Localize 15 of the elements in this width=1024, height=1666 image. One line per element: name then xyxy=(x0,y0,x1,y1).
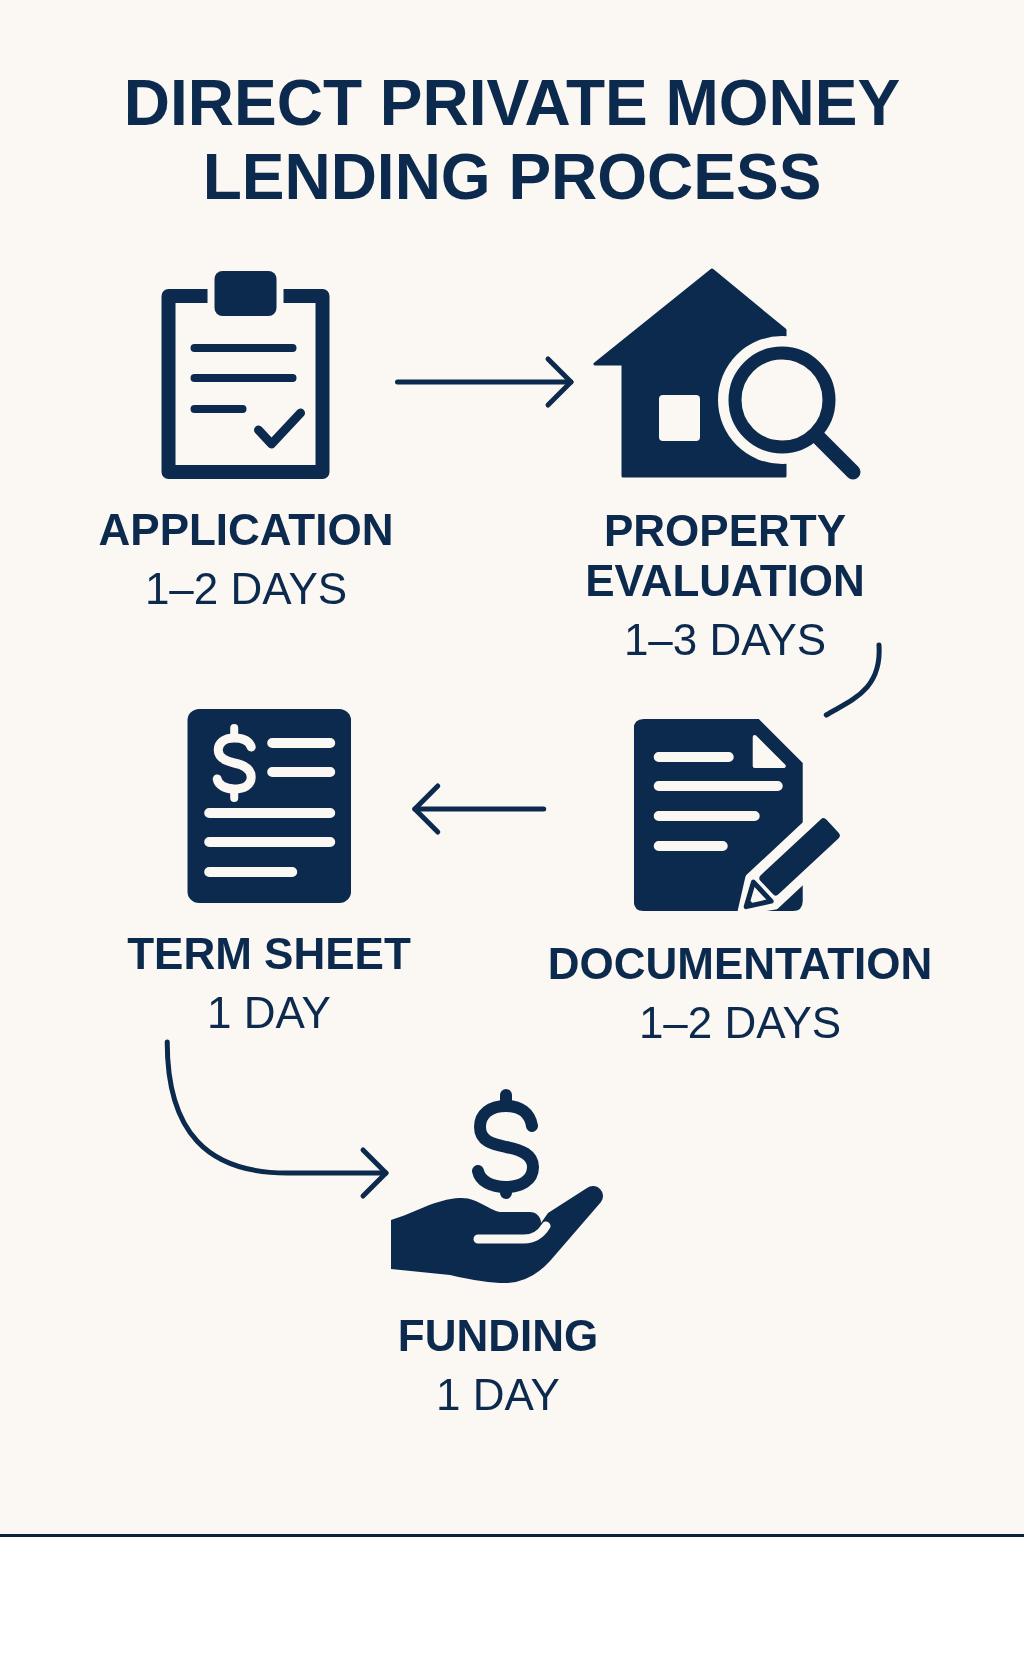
step-title: DOCUMENTATION xyxy=(547,939,933,989)
arrow xyxy=(164,1039,389,1199)
step-duration: 1 DAY xyxy=(436,1370,560,1420)
step-duration: 1–2 DAYS xyxy=(638,998,842,1048)
connector-line xyxy=(823,642,882,718)
step-duration: 1 DAY xyxy=(207,988,331,1038)
step-title: PROPERTY EVALUATION xyxy=(584,506,866,606)
diagram-title: DIRECT PRIVATE MONEY LENDING PROCESS xyxy=(122,66,902,214)
step-title: TERM SHEET xyxy=(127,929,411,979)
arrow xyxy=(395,356,574,408)
step-title: APPLICATION xyxy=(98,505,394,555)
step-duration: 1–3 DAYS xyxy=(623,615,827,665)
step-duration: 1–2 DAYS xyxy=(144,564,348,614)
step-title: FUNDING xyxy=(397,1311,599,1361)
arrow xyxy=(412,783,547,835)
